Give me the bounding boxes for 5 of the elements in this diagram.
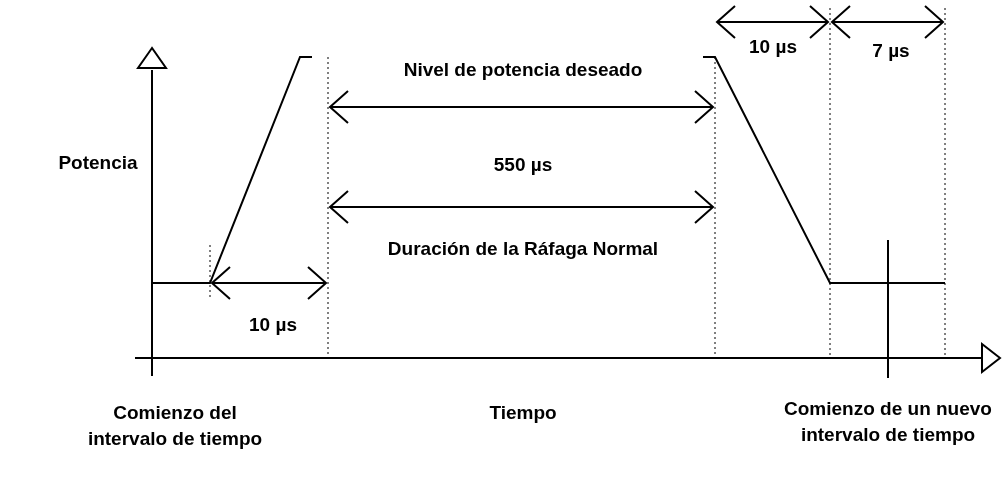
axis-label: Tiempo <box>488 401 558 425</box>
note: Comienzo de un nuevo intervalo de tiempo <box>783 397 993 447</box>
note: Comienzo del intervalo de tiempo <box>86 401 264 451</box>
duration-label: 7 µs <box>871 39 911 63</box>
duration-label: 10 µs <box>748 35 798 59</box>
